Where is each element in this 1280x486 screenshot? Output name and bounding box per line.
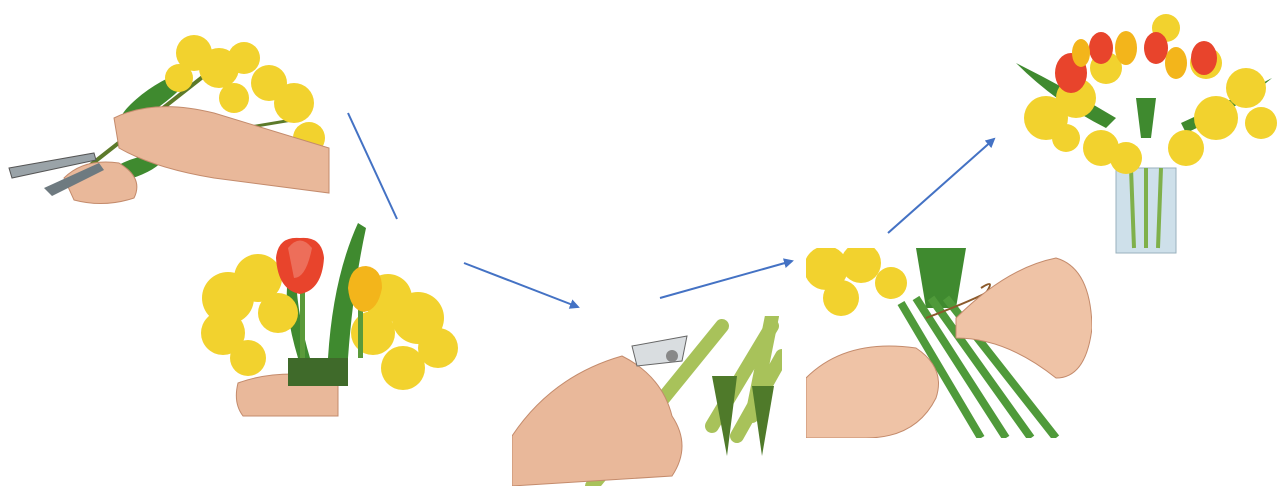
step-trim-stems-image <box>512 316 782 486</box>
arrow-step4-to-step5 <box>888 139 994 233</box>
step-finished-bouquet-image <box>1006 8 1280 256</box>
fern-leaves <box>916 248 966 308</box>
step-tie-stems-image <box>806 248 1092 438</box>
pruning-shears-icon <box>632 336 687 366</box>
arrow-step2-to-step3 <box>464 263 578 307</box>
vase <box>1116 168 1176 253</box>
hand <box>512 356 682 486</box>
step-cut-mimosa-image <box>4 28 330 208</box>
arrow-step1-to-step2 <box>348 113 397 219</box>
tulips <box>1055 31 1217 93</box>
step-arrange-tulips-image <box>188 218 462 418</box>
arrow-step3-to-step4 <box>660 261 792 298</box>
mimosa-cluster <box>806 248 907 316</box>
